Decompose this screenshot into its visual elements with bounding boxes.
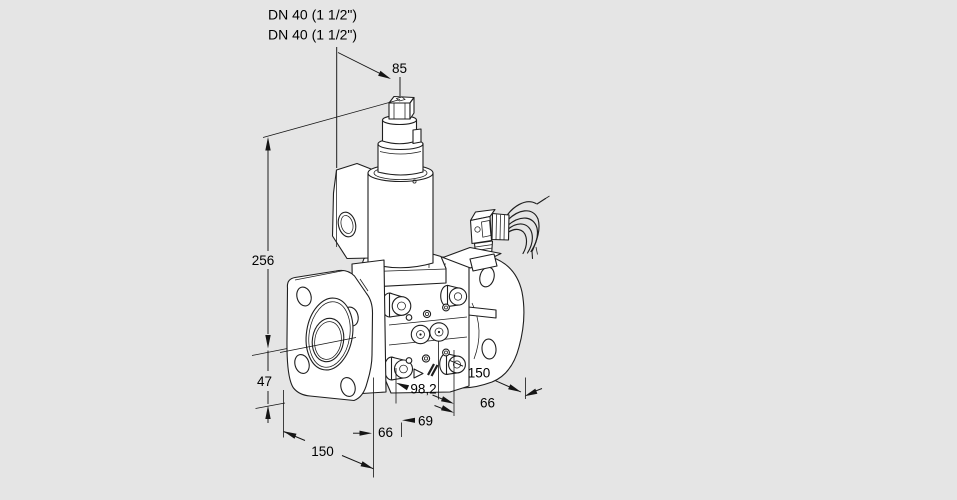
bolt-hole [340, 377, 356, 397]
dim-256-top-extension [262, 99, 401, 138]
wire-pin-bottom [531, 250, 534, 260]
dimension-66-right [524, 388, 543, 397]
left-flange [279, 269, 374, 402]
corner-bolt [440, 284, 468, 308]
body-front-details [381, 284, 468, 381]
dim-150-left-label: 150 [311, 444, 334, 459]
dim-66-left-label: 66 [378, 425, 393, 440]
connector-boss [469, 253, 498, 272]
dn-label-1: DN 40 (1 1/2") [268, 7, 357, 23]
body-top-right-face [442, 246, 502, 269]
solenoid-actuator [367, 95, 434, 269]
adjustment-cap-side [409, 96, 415, 120]
dim-66-right-label: 66 [480, 396, 495, 411]
bolt-hole [296, 286, 312, 307]
connector-recess [481, 220, 492, 238]
dn-label-2: DN 40 (1 1/2") [268, 27, 357, 43]
actuator-bracket [331, 162, 372, 260]
solenoid-wires [503, 195, 550, 260]
pressure-test-port [410, 324, 431, 345]
dimension-256 [265, 137, 271, 349]
dimension-98-2 [396, 341, 455, 416]
bracket-conduit-hole [337, 211, 357, 238]
dimension-66-left [353, 430, 372, 436]
dim-150-right-label: 150 [468, 366, 491, 381]
dim-69-label: 69 [418, 414, 433, 429]
body-screws [405, 303, 450, 364]
dim-256-label: 256 [252, 253, 275, 268]
adjustment-cap-front [388, 102, 411, 120]
bracket-plate [331, 162, 372, 260]
bolt-hole [294, 354, 310, 374]
dimension-47 [255, 350, 286, 423]
pressure-test-port [429, 322, 449, 342]
connector-screw [474, 226, 481, 233]
corner-bolt [383, 356, 414, 381]
dim-85-label: 85 [392, 61, 407, 76]
side-tab [412, 128, 422, 145]
dim-98-2-label: 98,2 [410, 382, 436, 397]
flange-bore [311, 317, 345, 363]
wire-pin-top [536, 197, 547, 205]
dimension-69 [395, 368, 454, 437]
hatch-mark [427, 363, 439, 377]
right-flange-hole-bottom [481, 338, 497, 360]
dim-47-label: 47 [257, 374, 272, 389]
flow-direction-arrow [413, 368, 424, 379]
dimension-annotations: DN 40 (1 1/2") DN 40 (1 1/2") 85 256 47 … [252, 7, 543, 478]
dimension-150-right [449, 360, 526, 399]
dimension-150-left [283, 377, 374, 478]
corner-bolt [381, 292, 412, 318]
main-coil-cylinder [367, 168, 434, 269]
